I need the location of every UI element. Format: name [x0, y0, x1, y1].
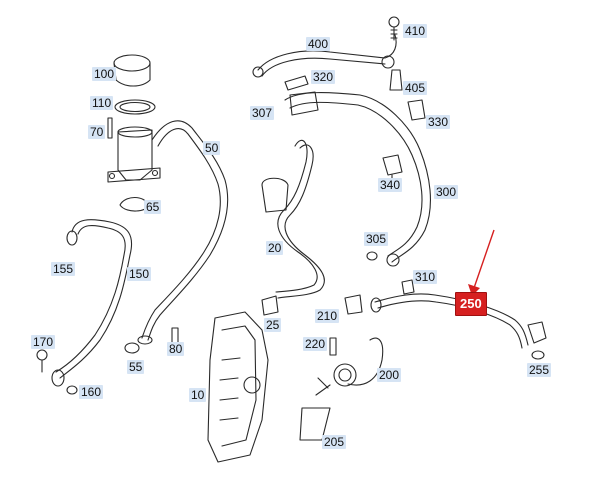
bleed-line-400 — [252, 34, 397, 78]
callout-arrow — [468, 229, 495, 296]
coolant-hose-300 — [284, 91, 431, 267]
label-255[interactable]: 255 — [527, 363, 552, 377]
label-320[interactable]: 320 — [311, 70, 336, 84]
oring-255 — [531, 350, 545, 360]
label-250-highlight[interactable]: 250 — [455, 292, 487, 316]
label-340[interactable]: 340 — [378, 178, 403, 192]
label-400[interactable]: 400 — [306, 37, 331, 51]
label-210[interactable]: 210 — [315, 309, 340, 323]
label-110[interactable]: 110 — [90, 96, 114, 110]
seal-ring-110 — [114, 99, 156, 115]
label-155[interactable]: 155 — [51, 262, 76, 276]
module-10 — [207, 311, 269, 463]
bolt-70 — [107, 117, 113, 139]
label-405[interactable]: 405 — [403, 81, 428, 95]
label-150[interactable]: 150 — [127, 267, 152, 281]
thermostat-housing — [107, 126, 161, 183]
label-305[interactable]: 305 — [364, 232, 389, 246]
bolt-220 — [329, 337, 337, 356]
label-100[interactable]: 100 — [92, 67, 117, 81]
bolt-170 — [36, 349, 48, 373]
sensor-210 — [344, 294, 363, 315]
clip-25 — [261, 295, 279, 316]
label-20[interactable]: 20 — [266, 241, 284, 255]
label-65[interactable]: 65 — [144, 200, 162, 214]
label-200[interactable]: 200 — [377, 368, 402, 382]
label-410[interactable]: 410 — [403, 24, 428, 38]
bolt-410 — [388, 16, 400, 41]
hose-50 — [137, 120, 229, 345]
label-70[interactable]: 70 — [88, 125, 106, 139]
hose-20 — [261, 139, 325, 299]
hose-150 — [51, 219, 133, 387]
label-55[interactable]: 55 — [127, 360, 145, 374]
label-160[interactable]: 160 — [79, 385, 104, 399]
oring-305 — [366, 251, 378, 261]
cap-100 — [113, 54, 151, 87]
sensor-405 — [389, 69, 403, 91]
valve-200 — [315, 337, 384, 396]
oring-160 — [66, 385, 78, 395]
label-310[interactable]: 310 — [413, 270, 438, 284]
label-170[interactable]: 170 — [31, 335, 56, 349]
label-330[interactable]: 330 — [426, 115, 451, 129]
label-50[interactable]: 50 — [203, 141, 221, 155]
label-307[interactable]: 307 — [250, 106, 275, 120]
label-10[interactable]: 10 — [189, 388, 207, 402]
oring-55 — [124, 342, 140, 354]
label-25[interactable]: 25 — [264, 318, 282, 332]
label-80[interactable]: 80 — [167, 342, 185, 356]
fitting-310 — [401, 279, 415, 295]
label-220[interactable]: 220 — [303, 337, 328, 351]
connector-330 — [407, 99, 426, 121]
fitting-320 — [284, 75, 309, 91]
label-300[interactable]: 300 — [434, 185, 459, 199]
label-205[interactable]: 205 — [322, 435, 347, 449]
